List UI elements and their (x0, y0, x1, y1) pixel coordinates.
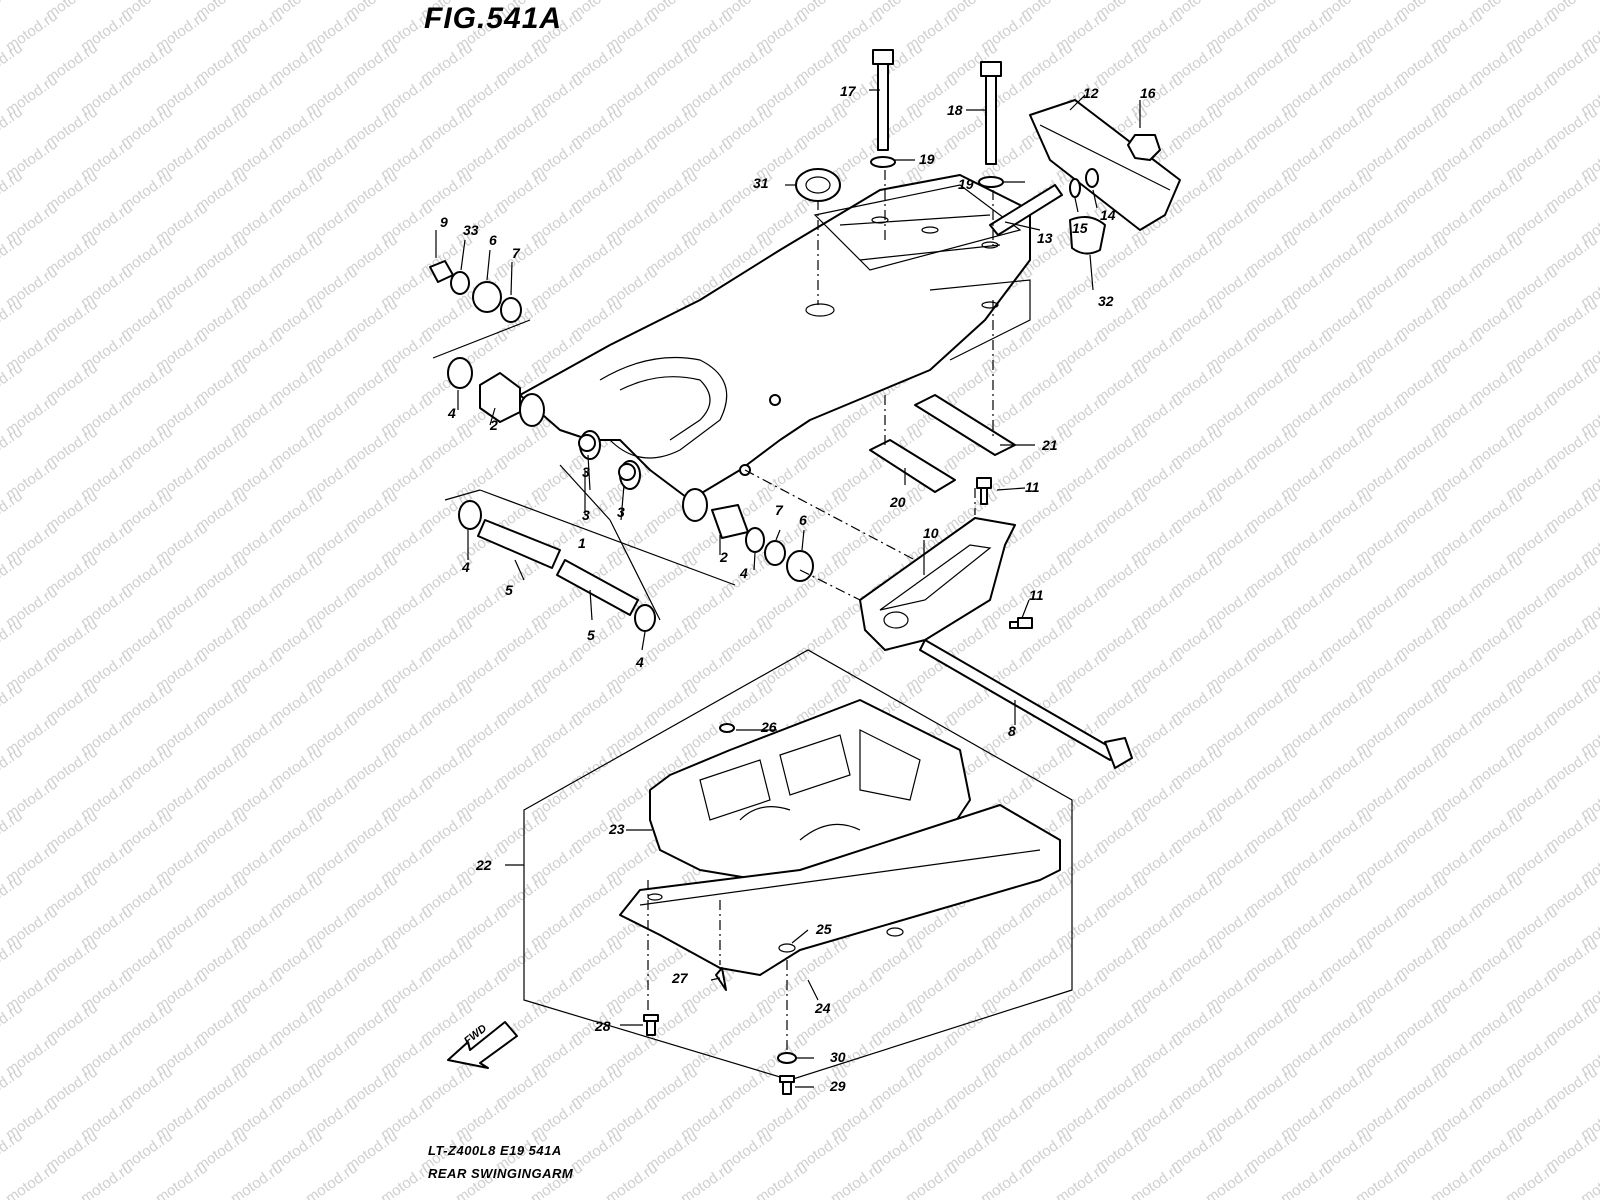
washer-7a (500, 297, 522, 323)
assembly-box-22 (523, 649, 1073, 1081)
nut-26 (719, 723, 735, 733)
seal-4c (634, 604, 656, 632)
callout-5: 5 (505, 582, 513, 598)
collar-5b (556, 559, 639, 616)
callout-25: 25 (815, 921, 832, 937)
bolt-17 (872, 49, 894, 151)
pin-27 (715, 967, 727, 991)
callout-2: 2 (489, 417, 498, 433)
callout-17: 17 (840, 83, 857, 99)
bushing-2a (479, 372, 521, 423)
callout-11: 11 (1025, 479, 1040, 495)
callout-15: 15 (1072, 220, 1088, 236)
callout-4: 4 (635, 654, 644, 670)
callout-3: 3 (582, 464, 590, 480)
chain-guide-bracket (1029, 99, 1181, 231)
callout-29: 29 (829, 1078, 846, 1094)
callout-33: 33 (463, 222, 479, 238)
callout-4: 4 (461, 559, 470, 575)
callout-9: 9 (440, 214, 448, 230)
bolt-18 (980, 61, 1002, 165)
cap-3b (618, 463, 636, 481)
callout-7: 7 (775, 502, 784, 518)
washer-14 (1085, 168, 1099, 188)
callout-28: 28 (594, 1018, 611, 1034)
plate-20 (869, 439, 956, 493)
bellows-32 (1069, 215, 1106, 255)
washer-19a (870, 156, 896, 168)
callout-11: 11 (1029, 587, 1044, 603)
callout-30: 30 (830, 1049, 846, 1065)
seal-4a (447, 357, 473, 389)
callout-5: 5 (587, 627, 595, 643)
washer-15 (1069, 178, 1081, 198)
collar-5a (477, 519, 561, 569)
bolt-11b (1009, 617, 1033, 629)
callout-3: 3 (617, 504, 625, 520)
callout-23: 23 (608, 821, 625, 837)
callout-2: 2 (719, 549, 728, 565)
callout-4: 4 (739, 565, 748, 581)
callout-7: 7 (512, 245, 521, 261)
callout-4: 4 (447, 405, 456, 421)
seal-4d (745, 527, 765, 553)
figure-title: FIG.541A (424, 2, 563, 35)
bolt-28 (643, 1014, 659, 1036)
callout-20: 20 (889, 494, 906, 510)
callout-18: 18 (947, 102, 963, 118)
washer-19b (978, 176, 1004, 188)
cap-3a (578, 434, 596, 452)
callout-19: 19 (958, 176, 974, 192)
callout-21: 21 (1041, 437, 1058, 453)
callout-3: 3 (582, 507, 590, 523)
seal-6a (472, 281, 502, 313)
leader-lines (432, 89, 1141, 1088)
seal-31 (795, 168, 841, 202)
callout-14: 14 (1100, 207, 1116, 223)
callout-8: 8 (1008, 723, 1016, 739)
figure-caption: REAR SWINGINGARM (428, 1166, 574, 1181)
washer-33 (450, 271, 470, 295)
skid-plate-24 (619, 804, 1061, 976)
callout-6: 6 (799, 512, 807, 528)
washer-7b (764, 540, 786, 566)
seal-4b (458, 500, 482, 530)
swingarm-body (519, 174, 1031, 522)
callout-26: 26 (760, 719, 777, 735)
nut-16 (1127, 134, 1161, 161)
fwd-arrow-icon (447, 1021, 518, 1069)
caliper-bracket-10 (859, 517, 1016, 651)
nut-9 (429, 260, 454, 283)
bushing-2b (711, 504, 749, 539)
callout-16: 16 (1140, 85, 1156, 101)
callout-1: 1 (578, 535, 586, 551)
axle-8 (919, 639, 1133, 769)
callout-32: 32 (1098, 293, 1114, 309)
plate-21 (914, 394, 1016, 456)
callout-12: 12 (1083, 85, 1099, 101)
model-code: LT-Z400L8 E19 541A (428, 1143, 562, 1158)
callout-10: 10 (923, 525, 939, 541)
seal-6b (786, 550, 814, 582)
washer-30 (777, 1052, 797, 1064)
callout-13: 13 (1037, 230, 1053, 246)
callout-31: 31 (753, 175, 769, 191)
callout-6: 6 (489, 232, 497, 248)
bolt-29 (779, 1075, 795, 1095)
callout-19: 19 (919, 151, 935, 167)
callout-22: 22 (475, 857, 492, 873)
callout-24: 24 (814, 1000, 831, 1016)
bolt-11a (976, 477, 992, 505)
callout-27: 27 (671, 970, 689, 986)
